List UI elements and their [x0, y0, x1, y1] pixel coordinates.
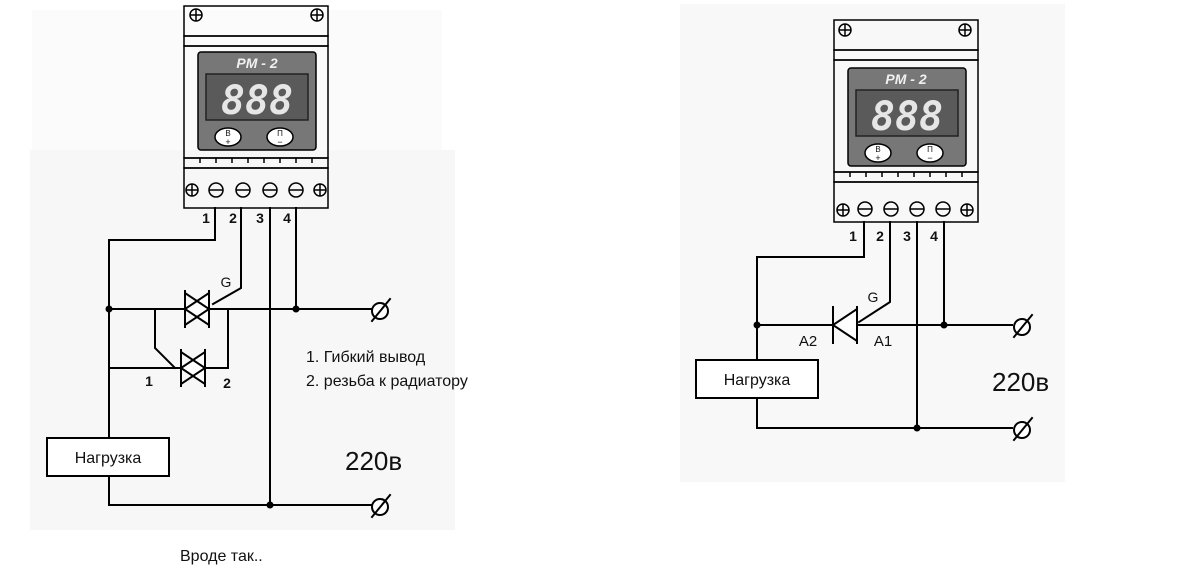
terminal-screws [185, 182, 327, 198]
screw-icon [960, 203, 974, 217]
device-title: РМ - 2 [885, 71, 926, 87]
minus-button: П − [916, 143, 944, 163]
screw-icon [185, 183, 199, 197]
digital-display [205, 73, 309, 121]
svg-text:В: В [875, 145, 880, 154]
device-title: РМ - 2 [236, 55, 277, 71]
load-label: Нагрузка [724, 372, 791, 389]
supply-terminal-icon [1012, 416, 1034, 442]
load-box: Нагрузка [46, 437, 170, 477]
anode-label-a1: A1 [874, 333, 892, 350]
terminal-label-2: 2 [876, 228, 884, 244]
svg-text:+: + [875, 153, 880, 163]
terminal-label-1: 1 [202, 210, 210, 226]
terminal-label-3: 3 [903, 228, 911, 244]
triac-pin-label-1: 1 [145, 373, 153, 389]
supply-terminal-icon [1012, 313, 1034, 339]
legend-line-2: 2. резьба к радиатору [306, 373, 468, 390]
caption: Вроде так.. [180, 548, 263, 565]
right-relay-device: РМ - 2 888 В + П − [833, 19, 979, 223]
display-digits: 888 [871, 94, 943, 140]
supply-terminal-icon [370, 297, 392, 323]
supply-terminal-icon [370, 493, 392, 519]
terminal-label-3: 3 [256, 210, 264, 226]
load-box: Нагрузка [695, 359, 819, 399]
left-wiring [105, 207, 373, 509]
voltage-label: 220в [992, 367, 1049, 397]
svg-text:−: − [927, 153, 932, 163]
screw-icon [838, 23, 852, 37]
svg-text:П: П [927, 145, 933, 154]
left-diagram: РМ - 2 888 В + П − [46, 5, 468, 565]
right-diagram: РМ - 2 888 В + П − [695, 19, 1049, 442]
terminal-label-4: 4 [930, 228, 938, 244]
screw-icon [310, 8, 324, 22]
anode-label-a2: A2 [799, 333, 817, 350]
svg-text:В: В [225, 129, 230, 138]
voltage-label: 220в [345, 446, 402, 476]
minus-button: П − [266, 127, 294, 147]
legend-line-1: 1. Гибкий вывод [306, 349, 426, 366]
screw-icon [958, 23, 972, 37]
load-label: Нагрузка [75, 450, 142, 467]
gate-label: G [221, 274, 232, 290]
screw-icon [836, 203, 850, 217]
svg-text:+: + [225, 137, 230, 147]
terminal-label-2: 2 [229, 210, 237, 226]
screw-icon [313, 183, 327, 197]
plus-button: В + [214, 127, 242, 147]
svg-text:П: П [277, 129, 283, 138]
digital-display [855, 89, 959, 137]
gate-label: G [868, 289, 879, 305]
left-relay-device: РМ - 2 888 В + П − [183, 5, 329, 209]
triac-pin-label-2: 2 [223, 375, 231, 391]
terminal-label-4: 4 [283, 210, 291, 226]
display-digits: 888 [221, 78, 293, 124]
screw-icon [189, 8, 203, 22]
terminal-screws [836, 201, 974, 217]
plus-button: В + [864, 143, 892, 163]
svg-text:−: − [277, 137, 282, 147]
right-wiring [753, 221, 1013, 432]
terminal-label-1: 1 [849, 228, 857, 244]
